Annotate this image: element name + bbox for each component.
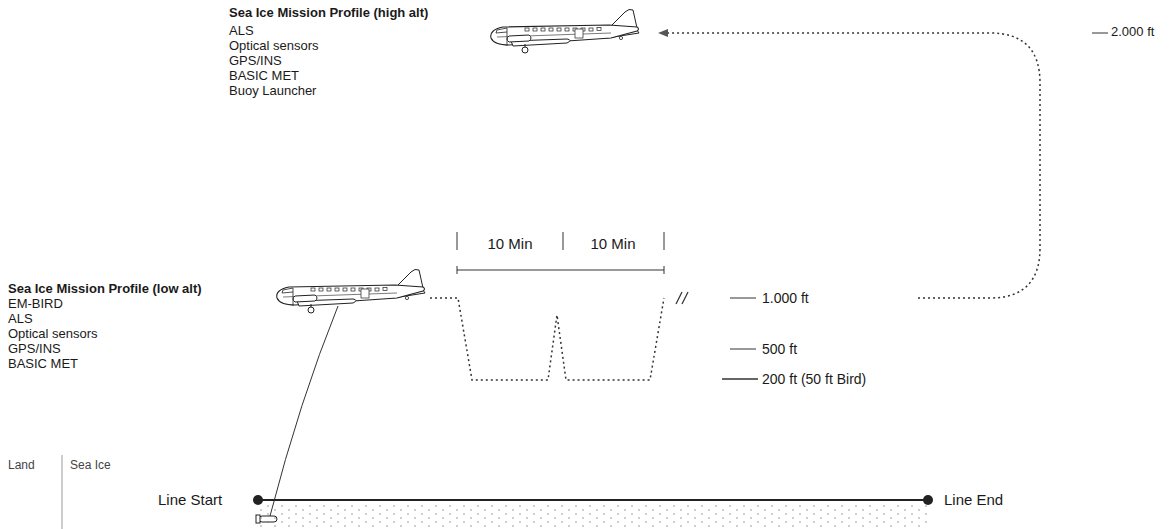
flight-path-transit	[668, 33, 1040, 298]
sensor-item: BASIC MET	[8, 357, 78, 372]
sea-ice-texture	[258, 505, 930, 527]
altitude-label: 500 ft	[762, 341, 797, 357]
duration-label: 10 Min	[590, 235, 635, 252]
altitude-tick	[722, 33, 1108, 379]
region-label: Sea Ice	[70, 459, 111, 473]
coast-divider	[62, 455, 63, 529]
altitude-label: 2.000 ft	[1111, 25, 1154, 40]
altitude-label: 1.000 ft	[762, 290, 809, 306]
line-label: Line End	[944, 491, 1003, 508]
survey-line	[258, 499, 928, 501]
sensor-item: ALS	[229, 24, 254, 39]
tow-cable	[270, 306, 338, 516]
aircraft-high	[491, 9, 639, 53]
sensor-item: Optical sensors	[229, 39, 319, 54]
time-bracket	[457, 232, 664, 274]
sensor-item: Buoy Launcher	[229, 84, 316, 99]
arrowhead	[658, 29, 668, 37]
sensor-item: Optical sensors	[8, 327, 98, 342]
sensor-item: BASIC MET	[229, 69, 299, 84]
duration-label: 10 Min	[487, 235, 532, 252]
region-label: Land	[8, 459, 35, 473]
line-label: Line Start	[158, 491, 222, 508]
profile-heading: Sea Ice Mission Profile (low alt)	[8, 282, 202, 297]
altitude-label: 200 ft (50 ft Bird)	[762, 371, 866, 387]
sensor-item: GPS/INS	[8, 342, 61, 357]
sensor-item: GPS/INS	[229, 54, 282, 69]
aircraft-low	[277, 269, 425, 313]
sensor-item: EM-BIRD	[8, 297, 63, 312]
line-end-dot	[923, 495, 933, 505]
profile-heading: Sea Ice Mission Profile (high alt)	[229, 6, 428, 21]
flight-path-low	[430, 298, 664, 380]
sensor-item: ALS	[8, 312, 33, 327]
line-start-dot	[253, 495, 263, 505]
break-mark	[676, 292, 688, 304]
